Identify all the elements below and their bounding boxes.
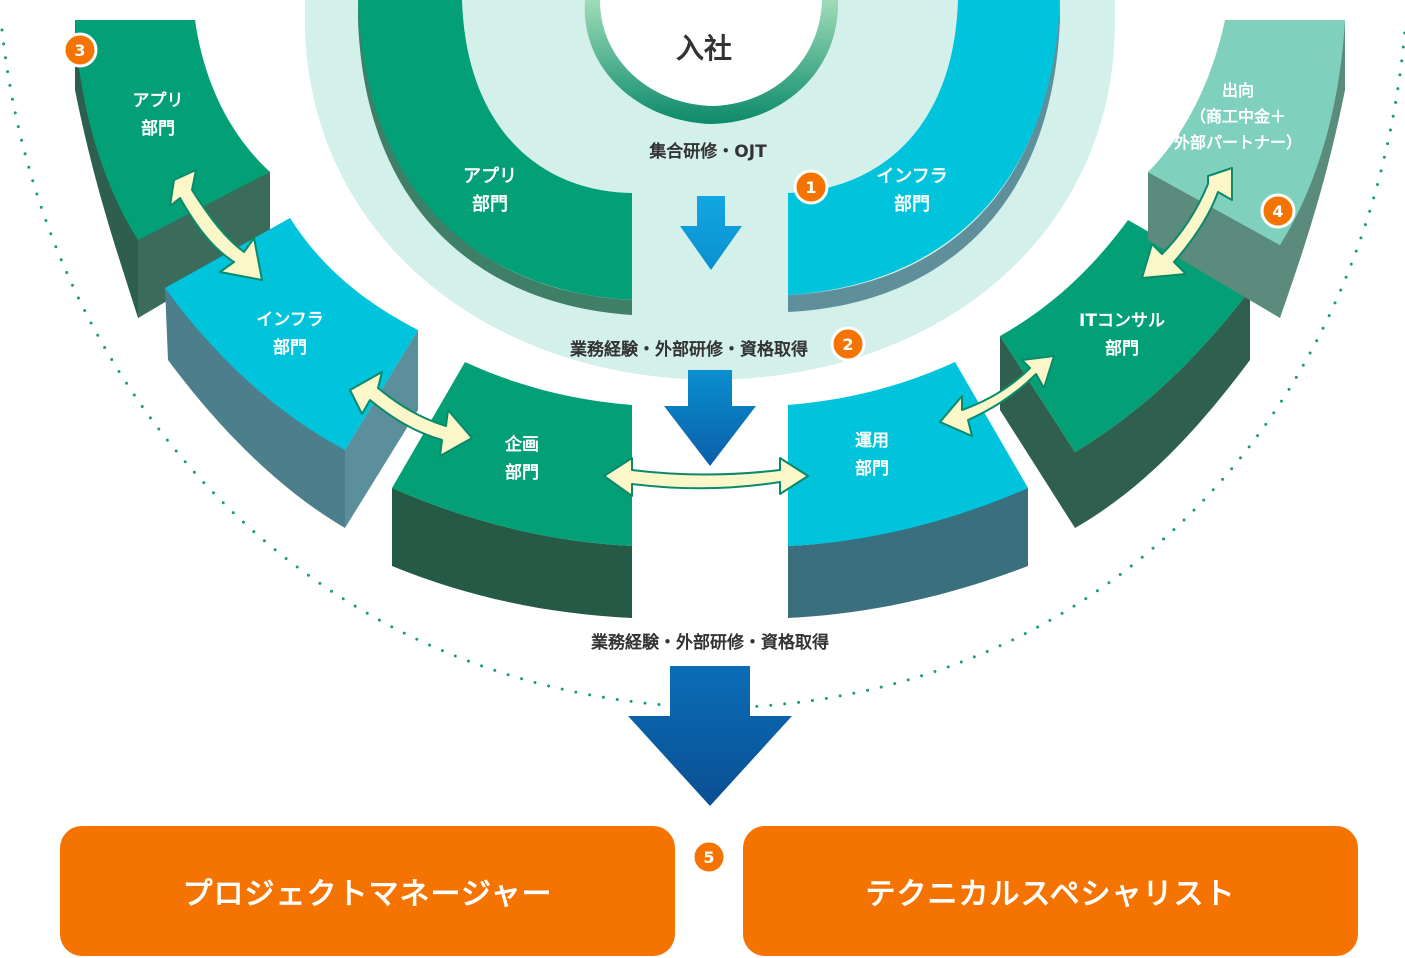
block-infra-label-1: インフラ	[256, 310, 324, 330]
ring-infra-label-2: 部門	[894, 193, 930, 215]
badge-4-label: 4	[1272, 202, 1283, 221]
badge-1-label: 1	[805, 178, 816, 197]
badge-5	[691, 839, 727, 875]
block-planning	[392, 362, 632, 546]
entry-ring	[584, 0, 839, 124]
block-operations-label-2: 部門	[855, 458, 889, 479]
block-secondment-line-3: 外部パートナー）	[1173, 133, 1302, 152]
ring-app	[358, 0, 632, 300]
entry-title: 入社	[676, 32, 732, 65]
badge-5-label: 5	[703, 848, 714, 867]
block-itconsul	[1000, 220, 1250, 452]
block-app-label-2: 部門	[141, 118, 175, 139]
block-operations-label-1: 運用	[855, 431, 889, 451]
block-itconsul-label-1: ITコンサル	[1079, 311, 1165, 331]
block-app-side-front	[138, 172, 270, 318]
down-arrow-1	[680, 196, 742, 270]
badge-4	[1260, 193, 1296, 229]
swap-arrow-infra-planning	[349, 371, 473, 457]
stage3-caption: 業務経験・外部研修・資格取得	[591, 632, 829, 653]
block-planning-side	[392, 488, 632, 618]
block-secondment-side	[1148, 20, 1345, 318]
block-secondment	[1148, 20, 1345, 245]
block-infra-label-2: 部門	[273, 337, 307, 358]
down-arrow-3	[628, 666, 792, 806]
block-itconsul-side	[1000, 290, 1250, 528]
badge-1	[793, 169, 829, 205]
block-secondment-line-2: （商工中金＋	[1190, 107, 1286, 126]
ring-infra-label-1: インフラ	[876, 166, 947, 187]
entry-circle	[600, 0, 822, 106]
stage1-caption: 集合研修・OJT	[648, 141, 767, 162]
swap-arrow-app-infra	[169, 169, 263, 281]
block-planning-label-2: 部門	[505, 462, 539, 483]
training-halo	[305, 0, 1115, 380]
block-operations-side	[788, 488, 1028, 618]
ring-infra	[788, 0, 1060, 295]
badge-3-label: 3	[74, 41, 85, 60]
ring-app-label-2: 部門	[472, 193, 508, 215]
badge-2-label: 2	[842, 335, 853, 354]
block-secondment-line-1: 出向	[1222, 81, 1254, 100]
badge-3	[62, 32, 98, 68]
swap-arrow-itconsul-secondment	[1141, 167, 1233, 279]
swap-arrow-planning-operations	[603, 457, 809, 497]
career-path-technical-specialist: テクニカルスペシャリスト	[743, 826, 1358, 956]
ring-app-label-1: アプリ	[463, 165, 517, 187]
block-infra-side	[165, 288, 345, 528]
block-planning-label-1: 企画	[504, 434, 539, 455]
block-infra-side-front	[345, 330, 418, 528]
block-itconsul-label-2: 部門	[1105, 338, 1139, 359]
stage2-caption: 業務経験・外部研修・資格取得	[570, 339, 808, 360]
block-app	[75, 20, 270, 240]
block-app-label-1: アプリ	[133, 90, 184, 111]
down-arrow-2	[664, 370, 756, 466]
badge-2	[830, 326, 866, 362]
swap-arrow-operations-itconsul	[939, 355, 1055, 437]
career-path-project-manager: プロジェクトマネージャー	[60, 826, 675, 956]
